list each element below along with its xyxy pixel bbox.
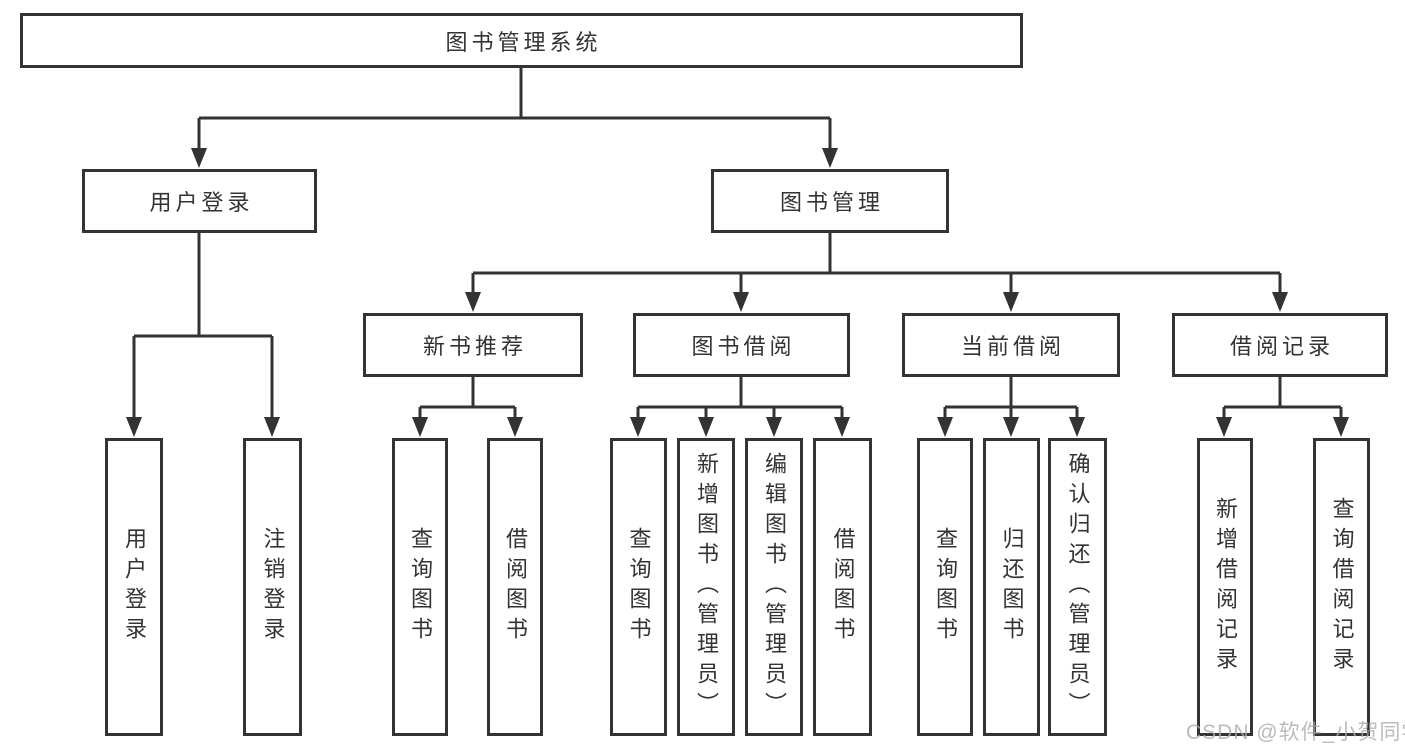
edge-borrow-to-leaves [636, 377, 844, 421]
leaf-user-login: 用户登录 [105, 438, 163, 736]
leaf-confirm-return-admin: 确认归还（管理员） [1048, 438, 1107, 736]
leaf-add-books-admin: 新增图书（管理员） [677, 438, 735, 736]
leaf-borrow-books: 借阅图书 [813, 438, 872, 736]
arrow-down-icon [465, 292, 481, 312]
edge-userlogin-to-leaves [132, 233, 274, 421]
edge-newbook-to-leaves [418, 377, 517, 421]
node-root-system: 图书管理系统 [20, 13, 1023, 68]
arrow-down-icon [264, 417, 280, 437]
leaf-query-books-newbook: 查询图书 [392, 438, 448, 736]
node-book-borrow: 图书借阅 [633, 313, 850, 377]
edge-records-to-leaves [1222, 377, 1343, 421]
arrow-down-icon [822, 148, 838, 168]
csdn-watermark: CSDN @软件_小贺同学 [1186, 721, 1405, 744]
arrow-down-icon [1216, 417, 1232, 437]
arrow-down-icon [191, 148, 207, 168]
arrow-down-icon [766, 417, 782, 437]
node-user-login: 用户登录 [82, 169, 317, 233]
arrow-down-icon [412, 417, 428, 437]
leaf-query-books-borrow: 查询图书 [610, 438, 667, 736]
leaf-borrow-books-newbook: 借阅图书 [487, 438, 543, 736]
edge-bookmgmt-to-level3 [471, 233, 1282, 296]
arrow-down-icon [937, 417, 953, 437]
node-borrow-records: 借阅记录 [1172, 313, 1388, 377]
arrow-down-icon [698, 417, 714, 437]
node-book-management: 图书管理 [711, 169, 949, 233]
arrow-down-icon [507, 417, 523, 437]
leaf-return-books: 归还图书 [983, 438, 1040, 736]
leaf-query-books-current: 查询图书 [917, 438, 973, 736]
leaf-query-borrow-record: 查询借阅记录 [1313, 438, 1370, 736]
arrow-down-icon [1003, 417, 1019, 437]
arrow-down-icon [1003, 292, 1019, 312]
edge-lines [132, 68, 1343, 421]
arrow-down-icon [1069, 417, 1085, 437]
arrow-down-icon [1333, 417, 1349, 437]
arrow-down-icon [630, 417, 646, 437]
arrowheads [126, 148, 1349, 437]
edge-root-to-level2 [197, 68, 832, 152]
leaf-edit-books-admin: 编辑图书（管理员） [745, 438, 803, 736]
arrow-down-icon [1272, 292, 1288, 312]
leaf-logout: 注销登录 [243, 438, 302, 736]
arrow-down-icon [733, 292, 749, 312]
node-current-borrow: 当前借阅 [902, 313, 1120, 377]
edge-current-to-leaves [943, 377, 1079, 421]
arrow-down-icon [834, 417, 850, 437]
arrow-down-icon [126, 417, 142, 437]
leaf-add-borrow-record: 新增借阅记录 [1197, 438, 1253, 736]
node-new-book-recommend: 新书推荐 [363, 313, 583, 377]
